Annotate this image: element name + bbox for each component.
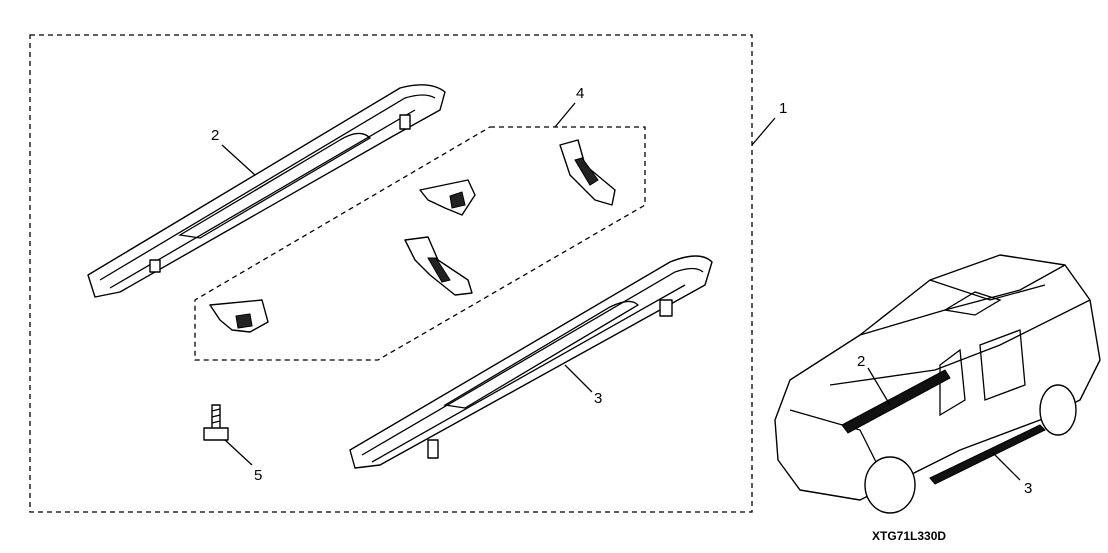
callout-left-step: 2 xyxy=(211,127,220,144)
bracket-group-boundary xyxy=(194,126,646,361)
running-board-right xyxy=(349,255,713,469)
mounting-bracket xyxy=(559,139,616,206)
mounting-bracket xyxy=(404,236,473,296)
mounting-bracket xyxy=(209,299,269,333)
callout-brackets: 4 xyxy=(576,85,585,102)
bolt xyxy=(203,404,229,441)
vehicle-callout-right-step: 3 xyxy=(1024,480,1033,497)
callout-kit: 1 xyxy=(779,100,788,117)
mounting-bracket xyxy=(419,179,476,216)
kit-boundary xyxy=(29,34,753,513)
vehicle-illustration xyxy=(774,254,1101,514)
callout-bolt: 5 xyxy=(254,467,263,484)
callout-right-step: 3 xyxy=(594,390,603,407)
vehicle-callout-left-step: 2 xyxy=(857,353,866,370)
running-board-left xyxy=(87,84,446,298)
diagram-code: XTG71L330D xyxy=(872,529,947,543)
